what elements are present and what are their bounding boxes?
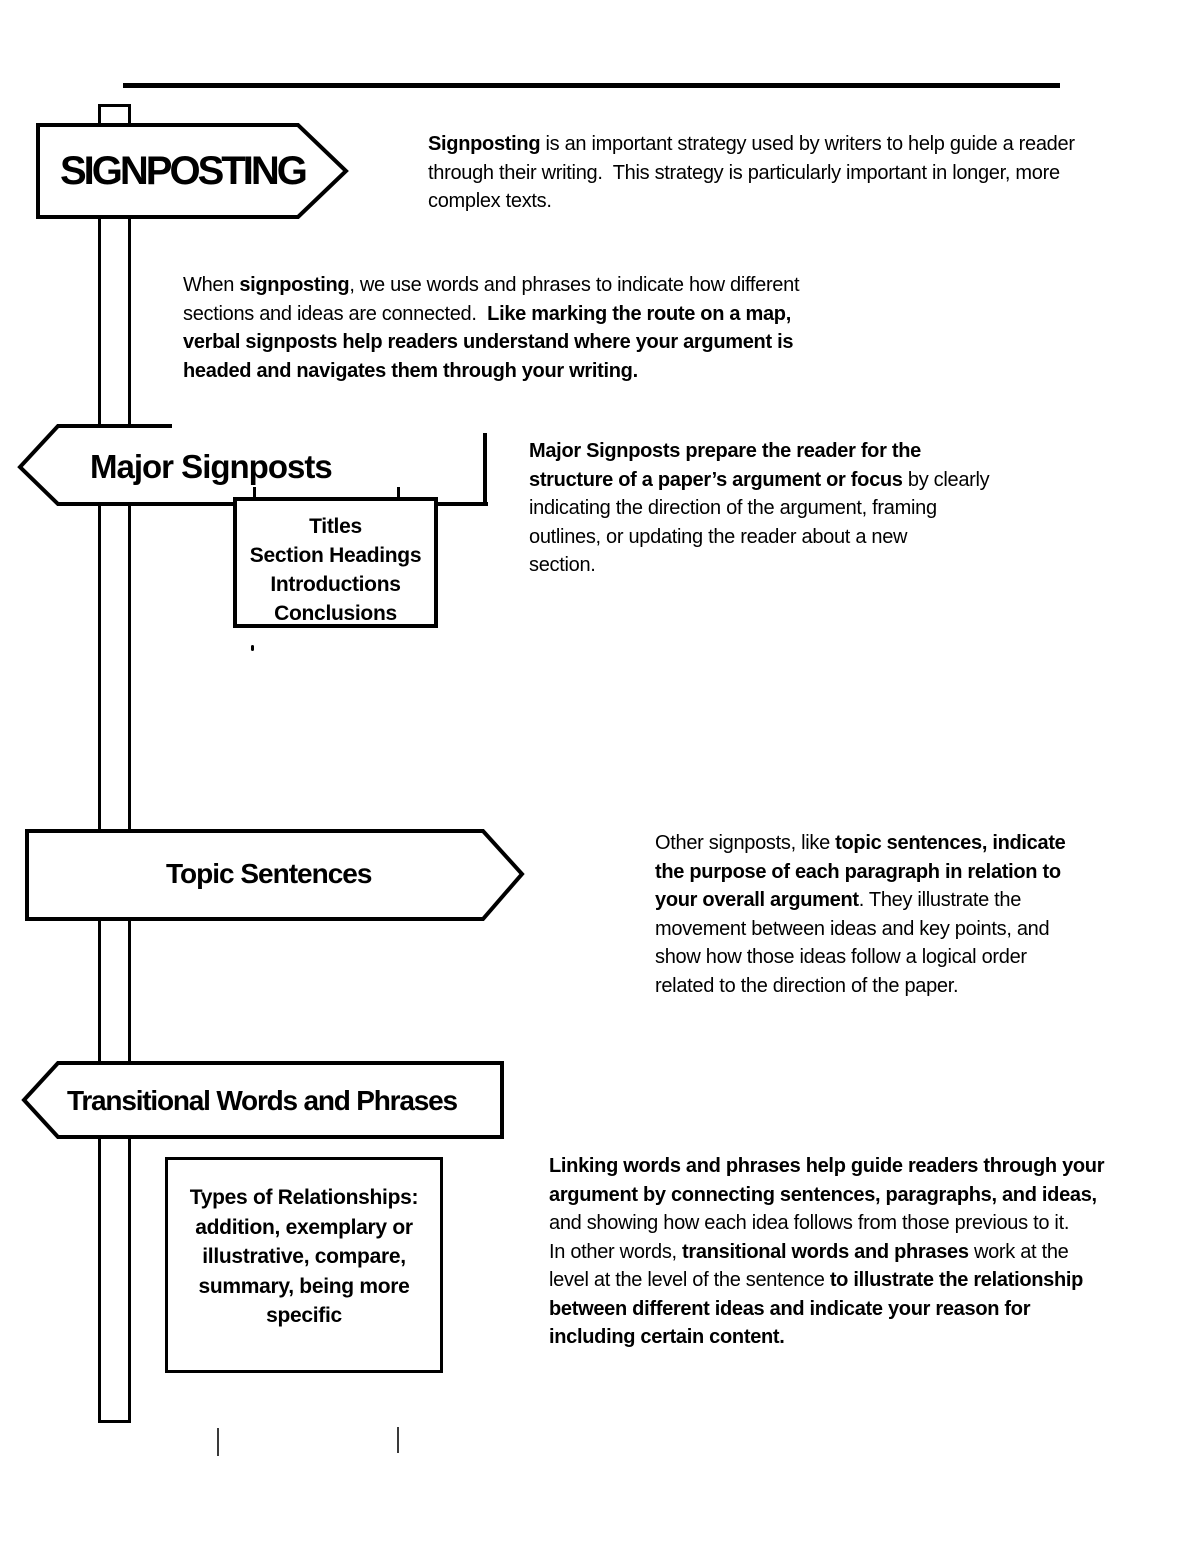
- signpost-pole-segment: [98, 216, 131, 426]
- signposting-right-arrow-sign-shape: [36, 123, 349, 219]
- stray-dot: [251, 645, 254, 651]
- signpost-pole-segment: [98, 918, 131, 1063]
- signpost-pole-segment: [98, 504, 131, 830]
- top-rule: [123, 83, 1060, 88]
- bottom-tick: [397, 1427, 399, 1453]
- connector-tick: [253, 487, 256, 499]
- relationships-box: Types of Relationships:addition, exempla…: [165, 1157, 443, 1373]
- transitional-left-arrow-sign-shape: [21, 1061, 504, 1139]
- topic-sentences-sign-label: Topic Sentences: [166, 858, 372, 889]
- paragraph-linking-words: Linking words and phrases help guide rea…: [549, 1155, 1105, 1348]
- major-signposts-sign-label: Major Signposts: [90, 448, 333, 485]
- bottom-tick: [217, 1428, 219, 1456]
- paragraph-topic-sentences: Other signposts, like topic sentences, i…: [655, 832, 1066, 997]
- signposting-sign-label: SIGNPOSTING: [60, 149, 308, 193]
- connector-tick: [397, 487, 400, 499]
- paragraph-when-signposting: When signposting, we use words and phras…: [183, 274, 800, 382]
- topic-sentences-right-arrow-sign-shape: [25, 829, 525, 921]
- transitional-sign-label: Transitional Words and Phrases: [67, 1085, 458, 1116]
- paragraph-major-signposts: Major Signposts prepare the reader for t…: [529, 440, 990, 576]
- major-signposts-left-arrow-sign-shape: [17, 424, 488, 506]
- signpost-pole-segment: [98, 1136, 131, 1423]
- paragraph-intro: Signposting is an important strategy use…: [428, 133, 1075, 212]
